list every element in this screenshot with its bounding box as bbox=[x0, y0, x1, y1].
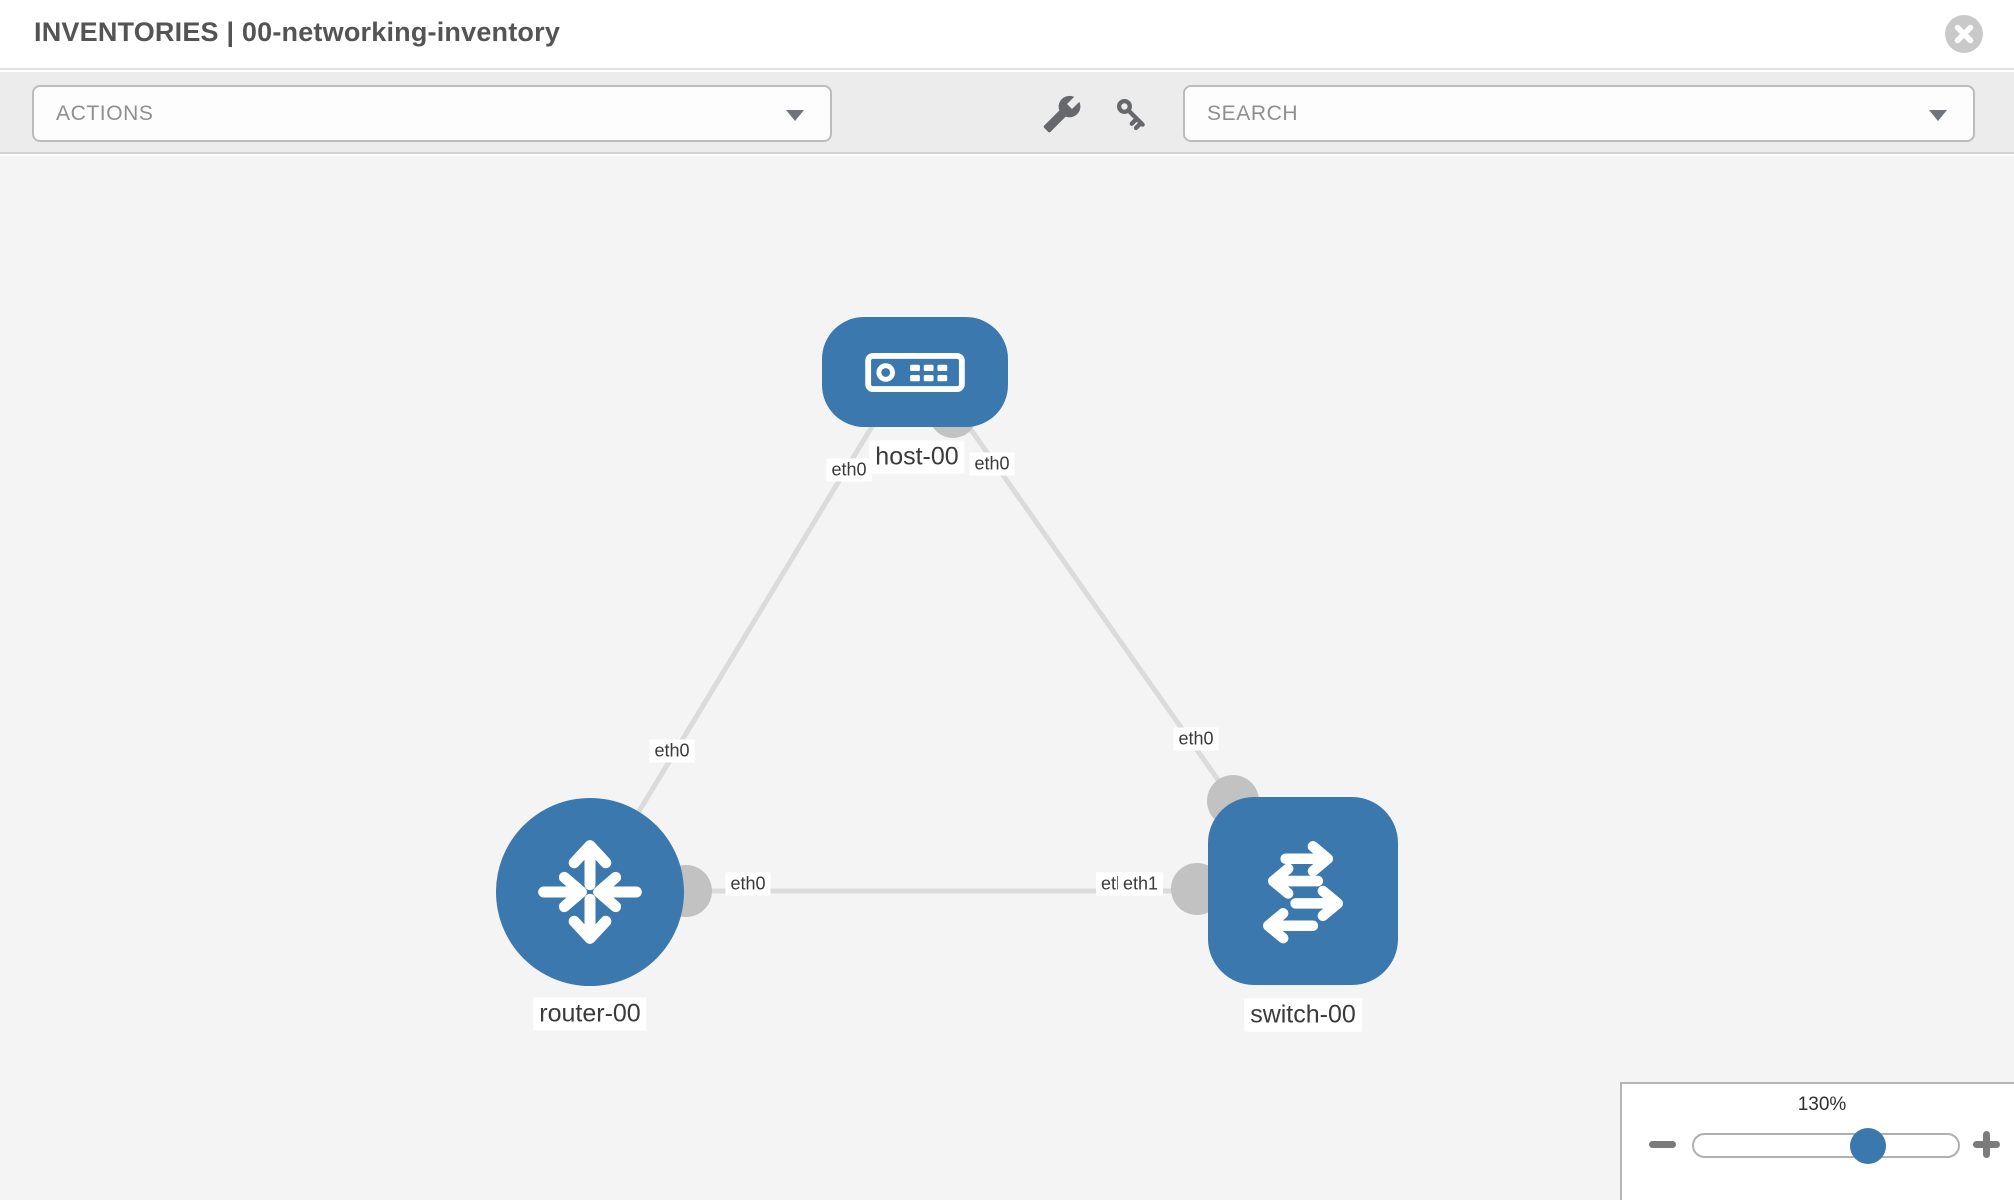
node-host[interactable] bbox=[822, 317, 1008, 427]
search-input[interactable] bbox=[1185, 101, 1973, 126]
header: INVENTORIES | 00-networking-inventory bbox=[0, 0, 2014, 70]
interface-label-host-eth0-right: eth0 bbox=[969, 452, 1015, 476]
close-button[interactable] bbox=[1944, 14, 1984, 54]
zoom-value: 130% bbox=[1797, 1094, 1847, 1115]
node-switch[interactable] bbox=[1208, 797, 1398, 985]
search-dropdown bbox=[1183, 85, 1975, 142]
chevron-down-icon bbox=[786, 109, 804, 121]
wrench-icon bbox=[1043, 95, 1081, 133]
chevron-down-icon bbox=[1929, 109, 1947, 121]
switch-icon bbox=[1263, 841, 1343, 944]
plus-icon bbox=[1972, 1130, 2000, 1158]
tools-button[interactable] bbox=[1040, 92, 1084, 136]
router-icon bbox=[538, 840, 642, 944]
interface-label-switch-eth1: eth1 bbox=[1118, 872, 1164, 896]
toolbar: ACTIONS bbox=[0, 72, 2014, 154]
host-icon bbox=[865, 352, 965, 392]
zoom-in-button[interactable] bbox=[1966, 1128, 2006, 1160]
zoom-panel: 130% bbox=[1620, 1082, 2014, 1200]
close-icon bbox=[1945, 15, 1983, 53]
credentials-button[interactable] bbox=[1110, 92, 1154, 136]
node-router[interactable] bbox=[496, 798, 684, 986]
node-label-host: host-00 bbox=[869, 440, 965, 474]
interface-label-router-eth0: eth0 bbox=[725, 872, 771, 896]
interface-label-host-eth0-left: eth0 bbox=[826, 458, 872, 482]
zoom-out-button[interactable] bbox=[1642, 1128, 1682, 1160]
actions-dropdown[interactable]: ACTIONS bbox=[32, 85, 832, 142]
node-label-router: router-00 bbox=[533, 997, 647, 1031]
links-layer bbox=[600, 398, 1300, 894]
zoom-slider-thumb[interactable] bbox=[1850, 1128, 1886, 1164]
interface-label-switch-eth0: eth0 bbox=[1173, 727, 1219, 751]
node-label-switch: switch-00 bbox=[1244, 998, 1362, 1032]
actions-label: ACTIONS bbox=[56, 101, 154, 125]
minus-icon bbox=[1648, 1140, 1676, 1148]
interface-label-router-eth0-uplink: eth0 bbox=[649, 739, 695, 763]
zoom-slider-track[interactable] bbox=[1692, 1128, 1960, 1164]
page-title: INVENTORIES | 00-networking-inventory bbox=[34, 17, 561, 47]
topology-canvas[interactable]: host-00 router-00 switch-00 eth0 eth0 et… bbox=[0, 156, 2014, 1200]
key-icon bbox=[1116, 98, 1145, 131]
